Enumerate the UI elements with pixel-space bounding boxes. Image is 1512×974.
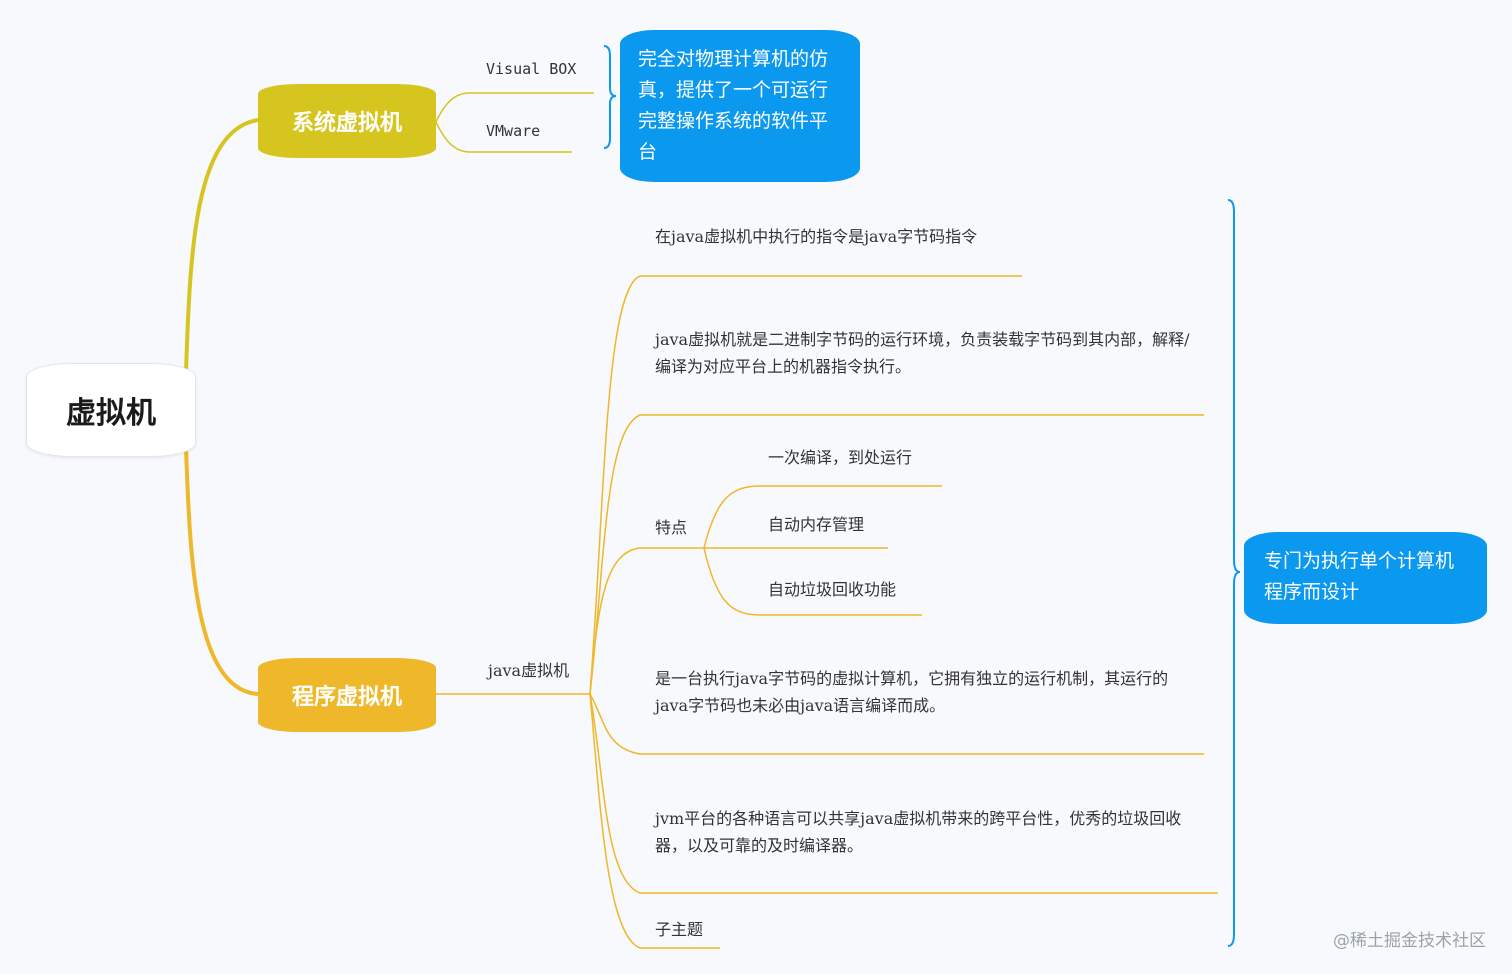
watermark: @稀土掘金技术社区 (1333, 931, 1486, 951)
java-item-subtopic[interactable]: 子主题 (655, 920, 704, 939)
feature-compile-once[interactable]: 一次编译，到处运行 (768, 448, 913, 467)
system-to-visualbox-connector (435, 92, 594, 123)
java-children-connectors (589, 275, 1218, 949)
visualbox-node[interactable]: Visual BOX (486, 60, 577, 78)
system-vm-node[interactable]: 系统虚拟机 (258, 84, 436, 158)
java-item-cross-platform[interactable]: jvm平台的各种语言可以共享java虚拟机带来的跨平台性，优秀的垃圾回收器，以及… (655, 809, 1182, 855)
java-vm-node[interactable]: java虚拟机 (488, 661, 570, 680)
feature-memory-management[interactable]: 自动内存管理 (768, 515, 865, 534)
features-children-connectors (703, 485, 942, 616)
feature-garbage-collection[interactable]: 自动垃圾回收功能 (768, 580, 897, 599)
java-item-features[interactable]: 特点 (655, 518, 688, 537)
root-node[interactable]: 虚拟机 (26, 363, 196, 457)
java-item-runtime-environment[interactable]: java虚拟机就是二进制字节码的运行环境，负责装载字节码到其内部，解释/编译为对… (655, 330, 1190, 376)
system-bracket (603, 45, 617, 149)
java-item-bytecode-instructions[interactable]: 在java虚拟机中执行的指令是java字节码指令 (655, 227, 978, 246)
root-to-program-connector (184, 447, 259, 696)
root-to-system-connector (184, 118, 259, 373)
program-vm-node[interactable]: 程序虚拟机 (258, 658, 436, 732)
java-item-virtual-computer[interactable]: 是一台执行java字节码的虚拟计算机，它拥有独立的运行机制，其运行的java字节… (655, 669, 1169, 715)
program-bracket (1227, 199, 1241, 947)
vmware-node[interactable]: VMware (486, 122, 541, 140)
system-to-vmware-connector (435, 121, 572, 153)
system-vm-callout[interactable]: 完全对物理计算机的仿真，提供了一个可运行完整操作系统的软件平台 (620, 30, 860, 182)
program-vm-callout[interactable]: 专门为执行单个计算机程序而设计 (1244, 532, 1487, 624)
